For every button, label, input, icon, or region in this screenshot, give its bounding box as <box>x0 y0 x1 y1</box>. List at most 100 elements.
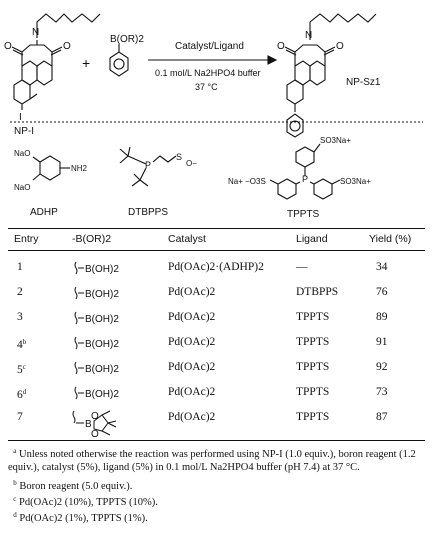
entry-number: 2 <box>17 286 23 298</box>
footnote-c-mark: c <box>13 495 17 503</box>
np-i-structure <box>11 13 101 110</box>
boron-label: B(OH)2 <box>85 314 119 325</box>
np-i-label: NP-I <box>14 126 34 137</box>
product-atom-O-left: O <box>277 41 285 52</box>
boron-group: B(OH)2 <box>72 359 142 377</box>
table-row-catalyst: Pd(OAc)2 <box>168 411 216 423</box>
boron-group: B(OH)2 <box>72 259 142 277</box>
boron-group: B(OH)2 <box>72 284 142 302</box>
adhp-atom-nao-bottom: NaO <box>14 183 30 192</box>
np-i-atom-N: N <box>32 27 39 38</box>
table-row-entry: 5c <box>17 361 26 377</box>
table-footnotes: a Unless noted otherwise the reaction wa… <box>8 445 428 525</box>
table-row-catalyst: Pd(OAc)2 <box>168 311 216 323</box>
header-catalyst: Catalyst <box>168 233 206 245</box>
footnote-b-mark: b <box>13 479 17 487</box>
tppts-sulfonate-right: SO3Na+ <box>340 177 371 186</box>
table-row-yield: 92 <box>376 361 388 373</box>
footnote-d-text: Pd(OAc)2 (1%), TPPTS (1%). <box>19 513 148 524</box>
entry-number: 1 <box>17 261 23 273</box>
reaction-scheme: N O O I NP-I + B(OR)2 Catalyst/Ligand 0.… <box>4 13 423 220</box>
dtbpps-atom-P: P <box>145 160 151 170</box>
tppts-sulfonate-top: SO3Na+ <box>320 136 351 145</box>
phenyl-boronate-structure <box>109 44 129 77</box>
footnote-b: b Boron reagent (5.0 equiv.). <box>8 477 428 493</box>
np-i-atom-O-right: O <box>63 41 71 52</box>
table-row-ligand: DTBPPS <box>296 286 339 298</box>
boron-group: B(OH)2 <box>72 309 142 327</box>
adhp-atom-nh2: NH2 <box>71 164 88 173</box>
footnote-d: d Pd(OAc)2 (1%), TPPTS (1%). <box>8 509 428 525</box>
footnote-c-text: Pd(OAc)2 (10%), TPPTS (10%). <box>18 497 158 508</box>
footnote-a-mark: a <box>13 447 17 455</box>
boron-label: B(OH)2 <box>85 264 119 275</box>
product-atom-N: N <box>305 30 312 41</box>
footnote-d-mark: d <box>13 511 17 519</box>
table-row-yield: 91 <box>376 336 388 348</box>
plus-sign: + <box>82 55 90 71</box>
tppts-sulfonate-left: Na+ −O3S <box>228 177 266 186</box>
boron-group: B(OH)2 <box>72 334 142 352</box>
pin-atom-O: O <box>91 429 99 440</box>
table-row-yield: 87 <box>376 411 388 423</box>
entry-footnote-mark: c <box>22 363 26 371</box>
boron-label: B(OH)2 <box>85 339 119 350</box>
tppts-atom-P: P <box>302 174 308 184</box>
entry-number: 7 <box>17 411 23 423</box>
entry-number: 4 <box>17 339 23 351</box>
footnote-c: c Pd(OAc)2 (10%), TPPTS (10%). <box>8 493 428 509</box>
table-row-ligand: TPPTS <box>296 361 330 373</box>
table-row-yield: 76 <box>376 286 388 298</box>
adhp-structure <box>32 155 70 181</box>
footnote-a-text: Unless noted otherwise the reaction was … <box>8 449 416 473</box>
boron-group: B(OH)2 <box>72 384 142 402</box>
ligand-label-tppts: TPPTS <box>287 209 320 220</box>
table-row-entry: 3 <box>17 311 23 324</box>
adhp-atom-nao-top: NaO <box>14 149 30 158</box>
header-ligand: Ligand <box>296 233 328 245</box>
entry-number: 3 <box>17 311 23 323</box>
table-row-ligand: TPPTS <box>296 336 330 348</box>
ligand-label-adhp: ADHP <box>30 207 58 218</box>
table-row-entry: 6d <box>17 386 26 402</box>
tppts-structure <box>269 143 341 200</box>
product-atom-O-right: O <box>336 41 344 52</box>
table-bottom-rule <box>8 440 425 441</box>
pin-atom-O: O <box>91 411 99 422</box>
footnote-b-text: Boron reagent (5.0 equiv.). <box>19 481 133 492</box>
table-top-rule <box>8 228 425 229</box>
table-row-ligand: TPPTS <box>296 386 330 398</box>
entry-footnote-mark: d <box>22 388 27 396</box>
np-i-atom-I: I <box>19 112 22 123</box>
entry-number: 5 <box>17 364 23 376</box>
pin-atom-B: B <box>85 419 92 430</box>
np-i-atom-O-left: O <box>4 41 12 52</box>
table-row-yield: 73 <box>376 386 388 398</box>
dtbpps-atom-O-minus: O− <box>186 159 197 168</box>
table-row-catalyst: Pd(OAc)2 <box>168 361 216 373</box>
dtbpps-structure <box>119 146 177 187</box>
arrow-label-catalyst: Catalyst/Ligand <box>175 41 244 52</box>
boronate-label: B(OR)2 <box>110 34 144 45</box>
header-entry: Entry <box>14 233 39 245</box>
table-row-ligand: TPPTS <box>296 311 330 323</box>
boron-label: B(OH)2 <box>85 364 119 375</box>
table-row-ligand: — <box>296 261 308 273</box>
boron-label: B(OH)2 <box>85 289 119 300</box>
arrow-label-buffer: 0.1 mol/L Na2HPO4 buffer <box>155 68 261 78</box>
table-row-entry: 7 <box>17 411 23 424</box>
header-yield: Yield (%) <box>369 233 412 245</box>
table-row-catalyst: Pd(OAc)2·(ADHP)2 <box>168 261 264 273</box>
table-row-entry: 1 <box>17 261 23 274</box>
product-label: NP-Sz1 <box>346 77 381 88</box>
table-row-ligand: TPPTS <box>296 411 330 423</box>
table-row-entry: 4b <box>17 336 26 352</box>
table-row-yield: 34 <box>376 261 388 273</box>
arrow-label-temperature: 37 °C <box>195 82 218 92</box>
entry-footnote-mark: b <box>22 338 27 346</box>
table-row-catalyst: Pd(OAc)2 <box>168 386 216 398</box>
ligand-label-dtbpps: DTBPPS <box>128 207 168 218</box>
table-row-entry: 2 <box>17 286 23 299</box>
entry-number: 6 <box>17 389 23 401</box>
